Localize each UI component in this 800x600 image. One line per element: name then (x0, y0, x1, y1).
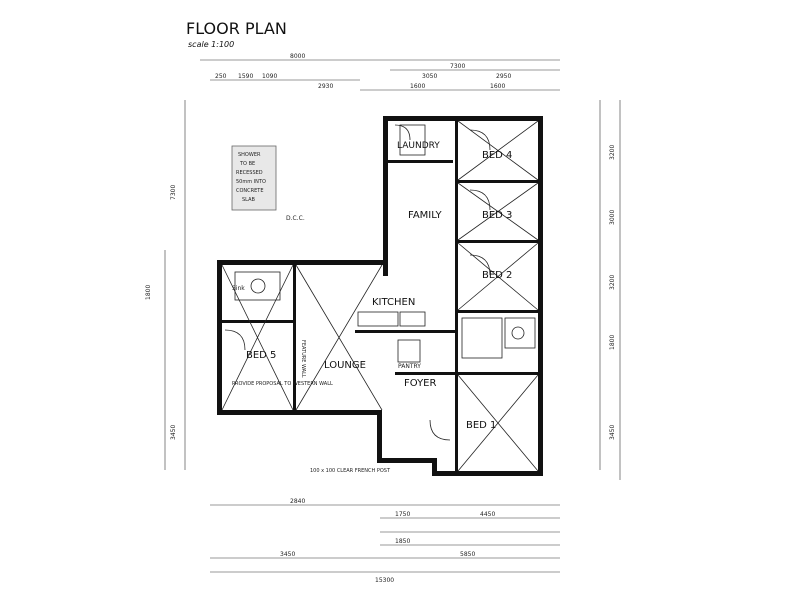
dim-right-d: 3200 (609, 275, 616, 290)
dim-top-e: 3050 (422, 73, 437, 80)
dim-top-left: 8000 (290, 53, 305, 60)
top-dimensions: 8000 7300 250 1590 1090 2930 3050 2950 1… (200, 53, 560, 91)
dim-bottom-b: 1750 (395, 511, 410, 518)
dim-top-f: 2950 (496, 73, 511, 80)
stamp-line-2: TO BE (239, 161, 255, 167)
room-kitchen: KITCHEN (372, 297, 415, 308)
side-dimensions: 7300 1800 3450 3200 3000 3200 1800 3450 (145, 100, 621, 480)
dim-bottom-c: 4450 (480, 511, 495, 518)
bottom-dimensions: 2840 1750 4450 1850 5850 3450 15300 (210, 498, 560, 584)
room-bed5: BED 5 (246, 350, 276, 361)
dim-left-c: 1800 (145, 285, 152, 300)
shower-stamp: SHOWER TO BE RECESSED 50mm INTO CONCRETE… (231, 145, 277, 211)
room-family: FAMILY (408, 210, 442, 221)
dim-right-c: 3000 (609, 210, 616, 225)
dim-bottom-f: 3450 (280, 551, 295, 558)
dim-left-b: 7300 (170, 185, 177, 200)
dim-top-h: 1600 (490, 83, 505, 90)
room-foyer: FOYER (404, 378, 437, 389)
dim-bottom-d: 1850 (395, 538, 410, 545)
room-pantry: PANTRY (398, 363, 421, 370)
note-feature-wall: FEATURE WALL (300, 340, 306, 378)
room-bed1: BED 1 (466, 420, 496, 431)
plan-title: FLOOR PLAN (186, 19, 287, 38)
dim-top-overall: 7300 (450, 63, 465, 70)
note-dcc: D.C.C. (286, 215, 305, 222)
note-new-brick: PROVIDE PROPOSAL TO WESTERN WALL (232, 381, 333, 387)
room-lounge: LOUNGE (324, 360, 366, 371)
dim-right-a: 3450 (609, 425, 616, 440)
dim-left-a: 3450 (170, 425, 177, 440)
room-bed2: BED 2 (482, 270, 512, 281)
plan-scale: scale 1:100 (188, 40, 234, 49)
dim-bottom-a: 2840 (290, 498, 305, 505)
dim-right-b: 3200 (609, 145, 616, 160)
dim-bottom-total: 15300 (375, 577, 394, 584)
room-laundry: LAUNDRY (397, 141, 440, 151)
dim-top-c: 1090 (262, 73, 277, 80)
room-bed4: BED 4 (482, 150, 512, 161)
dim-top-d: 2930 (318, 83, 333, 90)
dim-top-g: 1600 (410, 83, 425, 90)
stamp-line-3: RECESSED (236, 170, 263, 176)
stamp-line-5: CONCRETE (236, 188, 264, 194)
plan-notes: D.C.C. PROVIDE PROPOSAL TO WESTERN WALL … (232, 215, 391, 474)
note-clear-post: 100 x 100 CLEAR FRENCH POST (310, 468, 391, 474)
stamp-line-6: SLAB (242, 197, 255, 203)
dim-top-b: 1590 (238, 73, 253, 80)
room-labels: LAUNDRY BED 4 FAMILY BED 3 BED 2 KITCHEN… (232, 141, 512, 431)
dim-right-e: 1800 (609, 335, 616, 350)
dim-bottom-e: 5850 (460, 551, 475, 558)
room-bed3: BED 3 (482, 210, 512, 221)
interior-walls (222, 116, 540, 476)
room-sink: Sink (232, 285, 245, 292)
room-diagonals (221, 120, 539, 472)
stamp-line-1: SHOWER (238, 152, 261, 158)
dim-top-a: 250 (215, 73, 227, 80)
doors (224, 124, 491, 441)
outer-walls (217, 116, 543, 476)
stamp-line-4: 50mm INTO (236, 179, 266, 185)
fixtures (234, 124, 536, 363)
